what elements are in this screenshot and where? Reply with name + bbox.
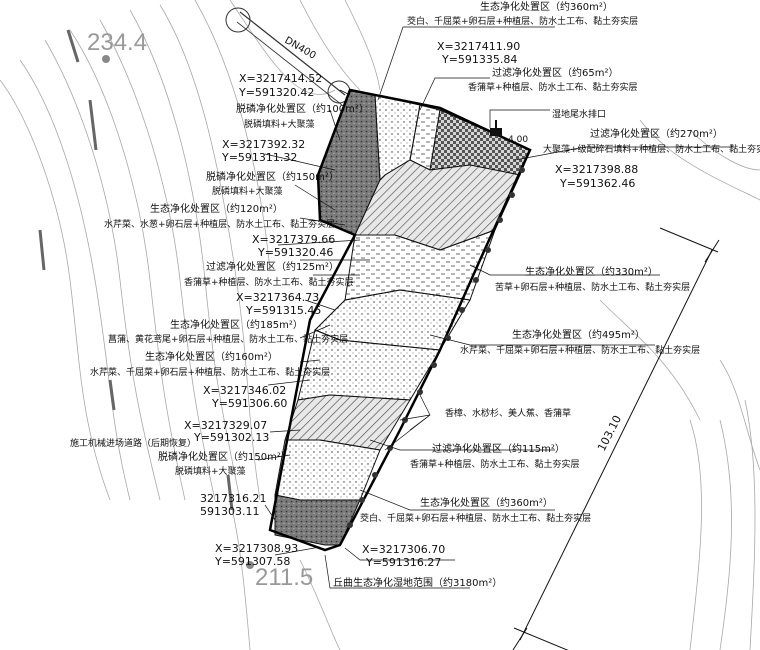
coord-6-x: X=3217364.73 [236, 291, 319, 304]
zone-8-desc: 苦草+卵石层+种植层、防水土工布、黏土夯实层 [495, 281, 690, 293]
coord-11-x: X=3217306.70 [362, 543, 445, 556]
coord-8-x: X=3217329.07 [184, 419, 267, 432]
zone-12-desc: 香蒲草+种植层、防水土工布、黏土夯实层 [410, 458, 580, 470]
leader-lines [257, 26, 735, 589]
zone-1-title: 生态净化处置区（约360m²） [480, 0, 613, 13]
coord-11-y: Y=591316.27 [365, 556, 441, 569]
coord-7-x: X=3217346.02 [203, 384, 286, 397]
zone-5-desc: 脱磷填料+大聚藻 [212, 185, 283, 197]
zone-6-desc: 水芹菜、水葱+卵石层+种植层、防水土工布、黏土夯实层 [104, 218, 335, 230]
zone-3-desc: 脱磷填料+大聚藻 [244, 118, 315, 130]
coord-9-x: 3217316.21 [200, 492, 266, 505]
coord-1-x: X=3217414.52 [239, 72, 322, 85]
zone-13-desc: 脱磷填料+大聚藻 [175, 465, 246, 477]
zone-6-title: 生态净化处置区（约120m²） [150, 202, 283, 215]
zone-14-title: 生态净化处置区（约360m²） [420, 496, 553, 509]
zone-14-desc: 茭白、千屈菜+卵石层+种植层、防水土工布、黏土夯实层 [360, 512, 591, 524]
outlet-structure [490, 120, 502, 136]
zone-1-desc: 茭白、千屈菜+卵石层+种植层、防水土工布、黏土夯实层 [407, 15, 638, 27]
zone-10-title: 生态净化处置区（约495m²） [512, 328, 645, 341]
zone-8-title: 生态净化处置区（约330m²） [525, 265, 658, 278]
terrain-dark-segments [38, 29, 234, 511]
coord-3-x: X=3217398.88 [555, 163, 638, 176]
zone-10-desc: 水芹菜、千屈菜+卵石层+种植层、防水土工布、黏土夯实层 [460, 344, 700, 356]
zone-4-desc: 大聚藻+级配碎石填料+种植层、防水土工布、黏土夯实层 [543, 143, 760, 155]
outlet-label: 湿地尾水排口 [552, 108, 606, 120]
coordinate-labels: X=3217414.52 Y=591320.42 X=3217411.90 Y=… [184, 40, 638, 569]
elevation-bottom: 211.5 [255, 564, 313, 591]
outlet-elevation: 4.00 [508, 135, 528, 145]
zone-7-desc: 香蒲草+种植层、防水土工布、黏土夯实层 [184, 276, 354, 288]
zone-2-title: 过滤净化处置区（约65m²） [492, 66, 618, 79]
zone-3-title: 脱磷净化处置区（约100m²） [236, 102, 369, 115]
coord-10-x: X=3217308.93 [215, 542, 298, 555]
zone-12-title: 过滤净化处置区（约115m²） [432, 442, 565, 455]
coord-3-y: Y=591362.46 [559, 177, 635, 190]
coord-7-y: Y=591306.60 [211, 397, 287, 410]
zone-7-title: 过滤净化处置区（约125m²） [206, 260, 339, 273]
road-label: 施工机械进场道路（后期恢复） [70, 437, 196, 449]
elevation-marker-bottom [246, 561, 254, 569]
zone-9-desc: 菖蒲、黄花鸢尾+卵石层+种植层、防水土工布、黏土夯实层 [108, 333, 348, 345]
zone-labels: 生态净化处置区（约360m²） 茭白、千屈菜+卵石层+种植层、防水土工布、黏土夯… [70, 0, 760, 589]
zone-13-title: 脱磷净化处置区（约150m²） [158, 450, 291, 463]
coord-5-x: X=3217379.66 [252, 233, 335, 246]
coord-4-x: X=3217392.32 [222, 138, 305, 151]
zone-2-desc: 香蒲草+种植层、防水土工布、黏土夯实层 [468, 81, 638, 93]
coord-9-y: 591303.11 [200, 505, 260, 518]
plants-label: 香樟、水桫杉、美人蕉、香蒲草 [445, 407, 571, 419]
elevation-top: 234.4 [87, 29, 147, 56]
coord-10-y: Y=591307.58 [214, 555, 290, 568]
boundary-label: 丘曲生态净化湿地范围（约3180m²） [333, 576, 502, 589]
coord-2-y: Y=591335.84 [441, 53, 517, 66]
elevation-marker-top [102, 55, 110, 63]
pipe-label: DN400 [283, 35, 318, 62]
zone-11-desc: 水芹菜、千屈菜+卵石层+种植层、防水土工布、黏土夯实层 [90, 366, 330, 378]
coord-5-y: Y=591320.46 [257, 246, 333, 259]
boundary-rocks [347, 167, 525, 528]
coord-4-y: Y=591311.32 [221, 151, 297, 164]
dimension-label: 103.10 [595, 413, 624, 453]
zone-9-title: 生态净化处置区（约185m²） [170, 318, 303, 331]
dimension-line [512, 227, 720, 650]
wetland-zones [274, 89, 531, 546]
zone-11-title: 生态净化处置区（约160m²） [145, 350, 278, 363]
coord-6-y: Y=591315.45 [245, 304, 321, 317]
zone-5-title: 脱磷净化处置区（约150m²） [206, 170, 339, 183]
coord-1-y: Y=591320.42 [238, 86, 314, 99]
coord-2-x: X=3217411.90 [437, 40, 520, 53]
zone-4-title: 过滤净化处置区（约270m²） [590, 127, 723, 140]
coord-8-y: Y=591302.13 [193, 431, 269, 444]
